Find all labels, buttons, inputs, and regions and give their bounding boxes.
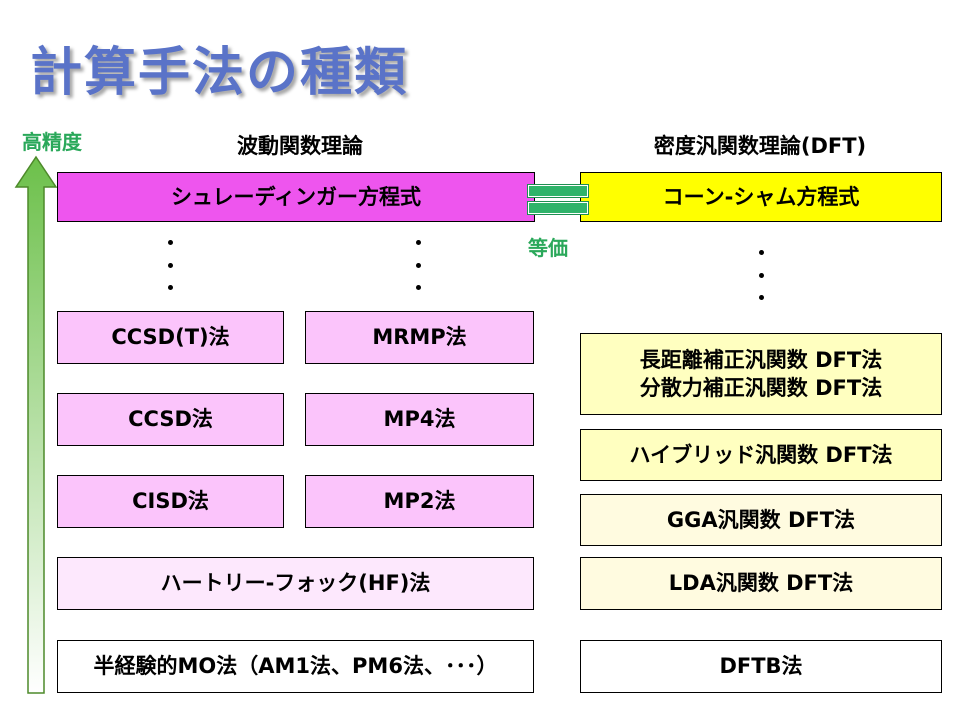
- lda-dft-box: LDA汎関数 DFT法: [580, 557, 942, 610]
- long-range-corrected-dft-label: 長距離補正汎関数 DFT法: [639, 347, 883, 372]
- dispersion-corrected-dft-box: 長距離補正汎関数 DFT法 分散力補正汎関数 DFT法: [580, 333, 942, 415]
- mrmp-box: MRMP法: [305, 311, 534, 364]
- accuracy-arrow-icon: [14, 155, 58, 694]
- dft-theory-header: 密度汎関数理論(DFT): [653, 134, 867, 158]
- equivalence-bar-top: [528, 185, 588, 197]
- continuation-dots-left: [160, 240, 180, 290]
- ccsd-box: CCSD法: [57, 393, 284, 446]
- cisd-box: CISD法: [57, 475, 284, 528]
- mp2-box: MP2法: [305, 475, 534, 528]
- semi-empirical-mo-box: 半経験的MO法（AM1法、PM6法、･･･）: [57, 640, 534, 693]
- page-title: 計算手法の種類: [30, 43, 409, 103]
- hybrid-dft-box: ハイブリッド汎関数 DFT法: [580, 429, 942, 481]
- schrodinger-equation-box: シュレーディンガー方程式: [57, 172, 535, 222]
- gga-dft-box: GGA汎関数 DFT法: [580, 494, 942, 546]
- continuation-dots-middle: [408, 240, 428, 290]
- equivalence-label: 等価: [528, 236, 568, 260]
- mp4-box: MP4法: [305, 393, 534, 446]
- ccsd-t-box: CCSD(T)法: [57, 311, 284, 364]
- wavefunction-theory-header: 波動関数理論: [237, 134, 363, 158]
- kohn-sham-equation-box: コーン-シャム方程式: [580, 172, 942, 222]
- high-accuracy-label: 高精度: [22, 130, 82, 154]
- dftb-box: DFTB法: [580, 640, 942, 693]
- continuation-dots-right: [751, 250, 771, 300]
- equivalence-bar-bottom: [528, 202, 588, 214]
- hartree-fock-box: ハートリー-フォック(HF)法: [57, 557, 534, 610]
- dispersion-corrected-dft-label: 分散力補正汎関数 DFT法: [639, 376, 883, 400]
